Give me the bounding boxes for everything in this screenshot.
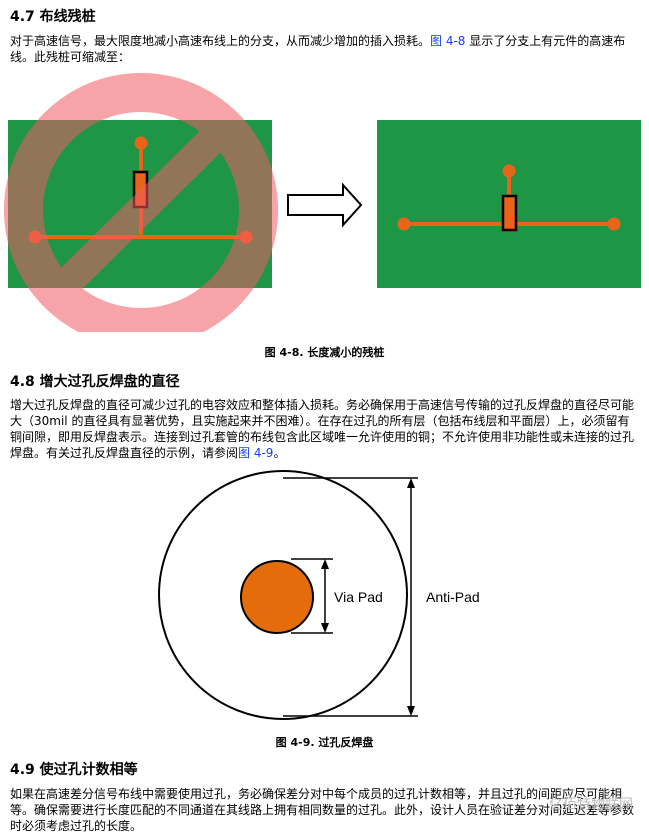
arrowhead-down-icon <box>321 623 329 633</box>
paragraph-text: 增大过孔反焊盘的直径可减少过孔的电容效应和整体插入损耗。务必确保用于高速信号传输… <box>10 398 635 460</box>
arrow-right-icon <box>287 182 363 228</box>
paragraph-text: 对于高速信号，最大限度地减小高速布线上的分支，从而减少增加的插入损耗。 <box>10 34 431 48</box>
pad-right <box>607 217 621 231</box>
paragraph-4-8: 增大过孔反焊盘的直径可减少过孔的电容效应和整体插入损耗。务必确保用于高速信号传输… <box>10 397 640 461</box>
stub-pad <box>502 164 516 178</box>
prohibit-icon <box>4 73 278 332</box>
figure-4-8-link[interactable]: 图 4-8 <box>430 34 466 48</box>
paragraph-4-7: 对于高速信号，最大限度地减小高速布线上的分支，从而减少增加的插入损耗。图 4-8… <box>10 33 640 65</box>
section-heading-4-9: 4.9 使过孔计数相等 <box>10 762 138 778</box>
via-pad-circle <box>240 560 314 634</box>
section-heading-4-8: 4.8 增大过孔反焊盘的直径 <box>10 374 180 390</box>
arrowhead-up-icon <box>321 559 329 569</box>
paragraph-text: 。 <box>273 446 286 460</box>
section-heading-4-7: 4.7 布线残桩 <box>10 9 96 25</box>
anti-pad-label: Anti-Pad <box>426 589 480 605</box>
pad-left <box>397 217 411 231</box>
watermark: 亿佰特物联网 <box>549 797 633 813</box>
figure-4-8-caption: 图 4-8. 长度减小的残桩 <box>264 346 385 359</box>
arrowhead-down-icon <box>407 706 415 716</box>
figure-4-9: Via Pad Anti-Pad <box>158 470 480 720</box>
figure-4-8 <box>4 73 641 332</box>
figure-4-9-caption: 图 4-9. 过孔反焊盘 <box>275 736 374 749</box>
stub-component <box>501 194 518 232</box>
arrowhead-up-icon <box>407 478 415 488</box>
via-pad-label: Via Pad <box>334 589 383 605</box>
stub-pad <box>134 136 148 150</box>
paragraph-4-9: 如果在高速差分信号布线中需要使用过孔，务必确保差分对中每个成员的过孔计数相等，并… <box>10 787 635 833</box>
paragraph-text: 显示了分支上有元件的高速布线。此残桩可缩减至： <box>10 34 626 64</box>
figure-4-9-link[interactable]: 图 4-9 <box>238 446 274 460</box>
